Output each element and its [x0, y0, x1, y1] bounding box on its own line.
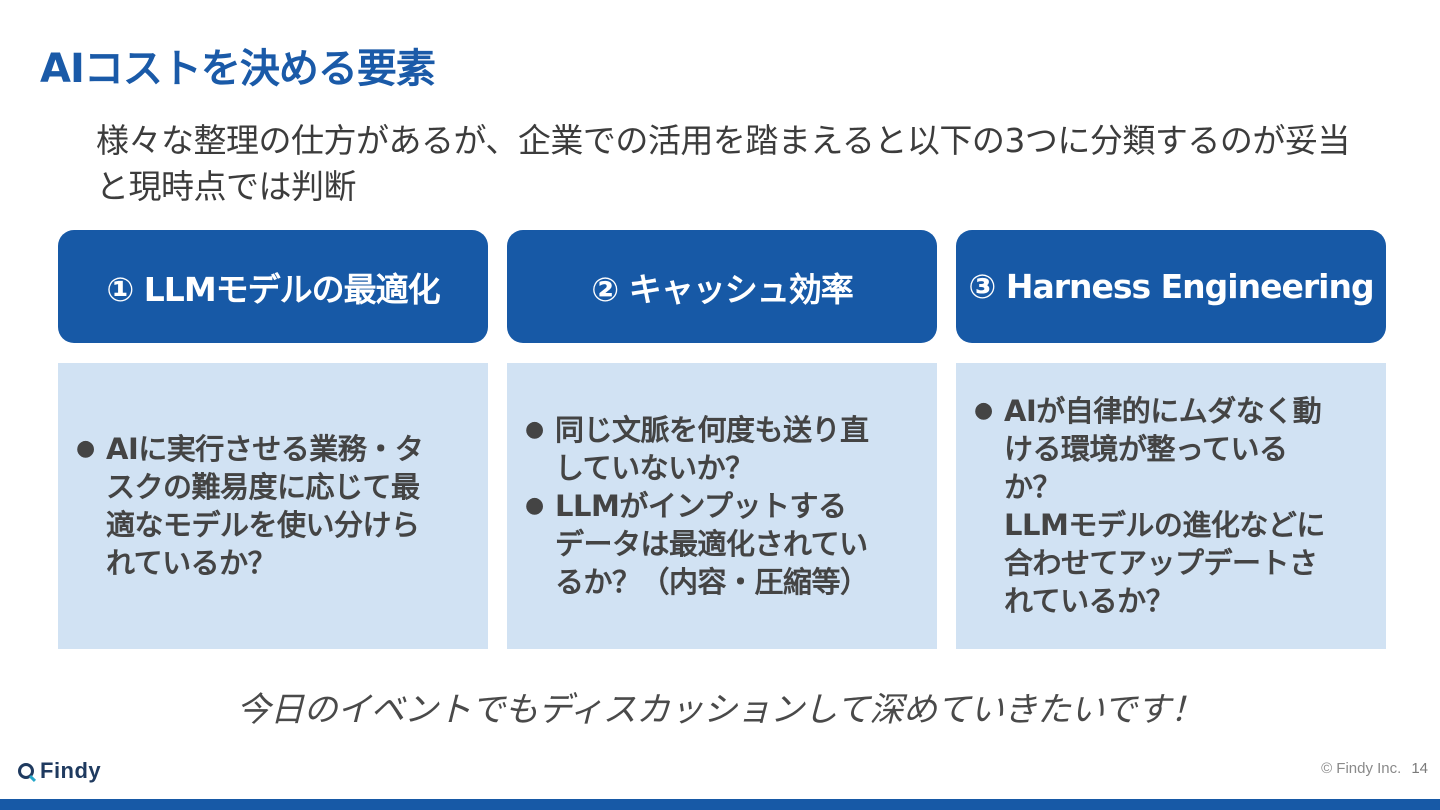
bullet-text: AIが自律的にムダなく動 ける環境が整っている か？ LLMモデルの進化などに …: [1004, 394, 1325, 618]
bullet-item: ● 同じ文脈を何度も送り直 していないか？: [525, 411, 919, 487]
bullet-dot-icon: ●: [76, 436, 95, 461]
slide-subtitle: 様々な整理の仕方があるが、企業での活用を踏まえると以下の3つに分類するのが妥当と…: [96, 121, 1350, 206]
footer-info: © Findy Inc. 14: [1321, 760, 1428, 777]
column-header-harness-engineering: ③ Harness Engineering: [956, 230, 1386, 343]
bullet-item: ● AIが自律的にムダなく動 ける環境が整っている か？ LLMモデルの進化など…: [974, 392, 1368, 620]
bullet-text: LLMがインプットする データは最適化されてい るか？（内容・圧縮等）: [555, 489, 869, 599]
page-number: 14: [1411, 760, 1428, 777]
bullet-text: 同じ文脈を何度も送り直 していないか？: [555, 413, 869, 485]
closing-message: 今日のイベントでもディスカッションして深めていきたいです！: [236, 690, 1204, 730]
column-header-llm-optimization: ① LLMモデルの最適化: [58, 230, 488, 343]
findy-logo-icon: [18, 763, 34, 779]
bullet-list: ● 同じ文脈を何度も送り直 していないか？ ● LLMがインプットする データは…: [525, 411, 919, 601]
bottom-accent-bar: [0, 799, 1440, 810]
findy-logo: Findy: [18, 756, 101, 786]
bullet-dot-icon: ●: [974, 398, 993, 423]
column-body-harness-engineering: ● AIが自律的にムダなく動 ける環境が整っている か？ LLMモデルの進化など…: [956, 363, 1386, 649]
bullet-list: ● AIが自律的にムダなく動 ける環境が整っている か？ LLMモデルの進化など…: [974, 392, 1368, 620]
bullet-item: ● LLMがインプットする データは最適化されてい るか？（内容・圧縮等）: [525, 487, 919, 601]
copyright-text: © Findy Inc.: [1321, 760, 1402, 777]
logo-text: Findy: [40, 758, 102, 783]
slide-title: AIコストを決める要素: [40, 46, 436, 92]
bullet-text: AIに実行させる業務・タ スクの難易度に応じて最 適なモデルを使い分けら れてい…: [106, 432, 424, 580]
column-header-cache-efficiency: ② キャッシュ効率: [507, 230, 937, 343]
column-body-cache-efficiency: ● 同じ文脈を何度も送り直 していないか？ ● LLMがインプットする データは…: [507, 363, 937, 649]
bullet-dot-icon: ●: [525, 493, 544, 518]
column-body-llm-optimization: ● AIに実行させる業務・タ スクの難易度に応じて最 適なモデルを使い分けら れ…: [58, 363, 488, 649]
bullet-list: ● AIに実行させる業務・タ スクの難易度に応じて最 適なモデルを使い分けら れ…: [76, 430, 470, 582]
bullet-item: ● AIに実行させる業務・タ スクの難易度に応じて最 適なモデルを使い分けら れ…: [76, 430, 470, 582]
bullet-dot-icon: ●: [525, 417, 544, 442]
